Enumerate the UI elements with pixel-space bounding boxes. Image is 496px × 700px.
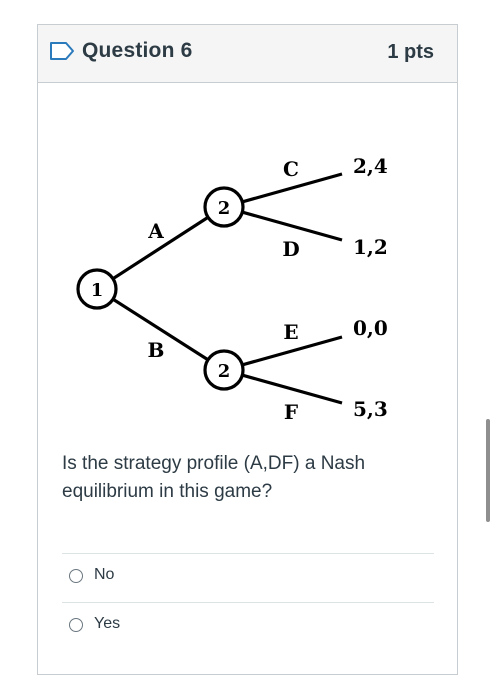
lower-node: 2 — [203, 349, 245, 391]
action-label-E: E — [283, 320, 298, 344]
answer-label: No — [94, 566, 115, 583]
answer-label: Yes — [94, 615, 121, 632]
question-title: Question 6 — [82, 39, 193, 62]
root-node-label: 1 — [91, 280, 104, 301]
action-label-F: F — [284, 400, 298, 424]
action-label-A: A — [147, 219, 164, 243]
payoff-D: 1,2 — [353, 235, 388, 259]
edge-A — [96, 205, 225, 291]
action-label-D: D — [282, 237, 299, 261]
root-node: 1 — [76, 268, 118, 310]
vertical-scrollbar[interactable] — [486, 419, 490, 522]
answer-option-yes[interactable]: Yes — [62, 604, 434, 650]
payoff-F: 5,3 — [353, 397, 388, 421]
game-tree-diagram: 1 2 2 A B C D E F 2,4 1,2 0,0 5,3 — [76, 154, 388, 424]
question-card: Question 6 1 pts — [37, 24, 458, 675]
radio-button-icon[interactable] — [69, 569, 83, 583]
lower-node-label: 2 — [218, 361, 231, 382]
answer-divider — [62, 602, 434, 603]
question-header: Question 6 1 pts — [38, 25, 457, 83]
answer-divider — [62, 553, 434, 554]
flag-question-icon[interactable] — [49, 41, 75, 61]
upper-node-label: 2 — [218, 198, 231, 219]
payoff-C: 2,4 — [353, 154, 388, 178]
question-prompt: Is the strategy profile (A,DF) a Nash eq… — [62, 453, 366, 502]
question-points: 1 pts — [387, 41, 434, 63]
action-label-B: B — [148, 338, 165, 362]
payoff-E: 0,0 — [353, 316, 388, 340]
edge-B — [96, 287, 225, 372]
upper-node: 2 — [203, 186, 245, 228]
radio-button-icon[interactable] — [69, 618, 83, 632]
answer-option-no[interactable]: No — [62, 555, 434, 601]
action-label-C: C — [283, 157, 299, 181]
